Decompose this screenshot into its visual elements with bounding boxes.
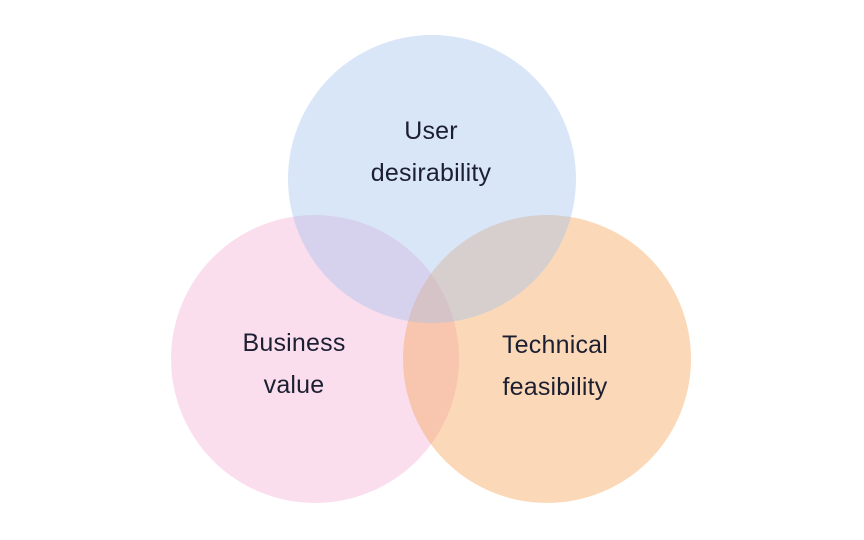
label-business-value: Business value [242,322,345,406]
label-business-value-line2: value [263,371,325,399]
label-user-desirability-line1: User [404,117,458,145]
label-business-value-line1: Business [242,329,346,357]
label-technical-feasibility: Technical feasibility [502,324,608,408]
label-user-desirability-line2: desirability [370,159,492,187]
circle-user-desirability [288,35,576,323]
label-technical-feasibility-line1: Technical [501,331,609,359]
label-technical-feasibility-line2: feasibility [502,373,608,401]
circle-technical-feasibility [403,215,691,503]
circle-business-value [171,215,459,503]
label-user-desirability: User desirability [371,110,492,194]
